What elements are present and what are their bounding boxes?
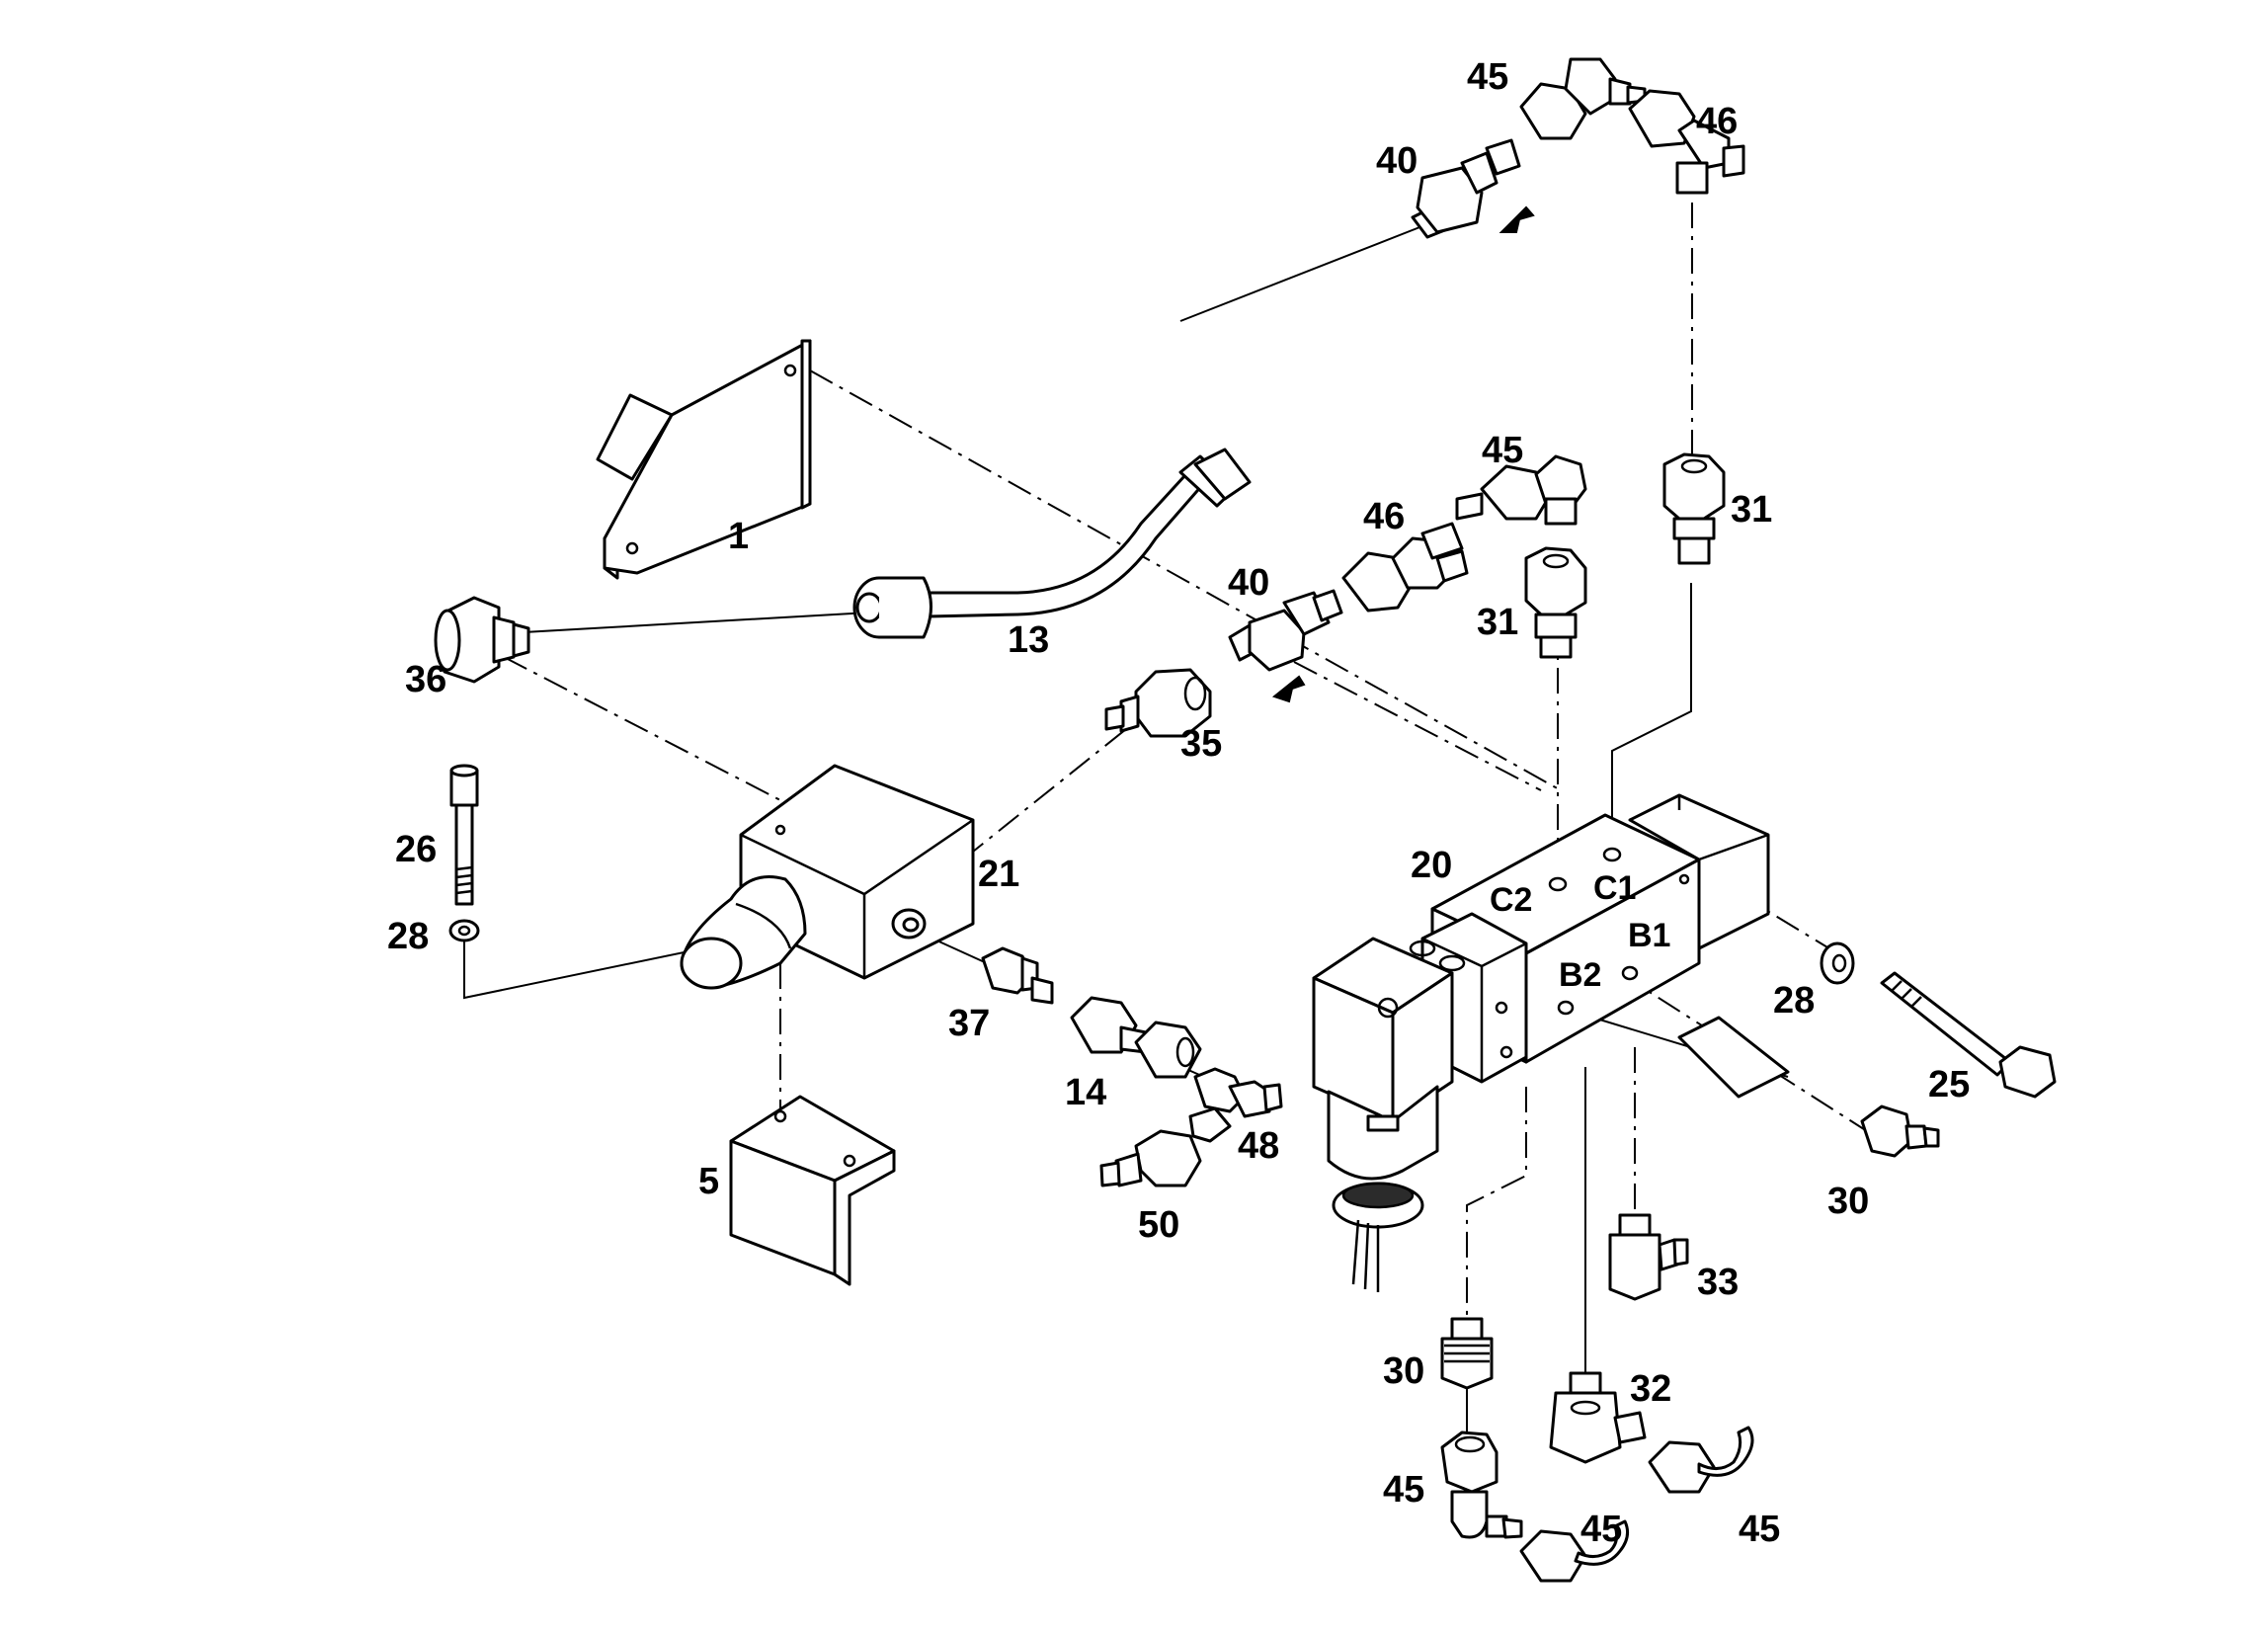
callout-30-right: 30: [1827, 1181, 1869, 1222]
part-5-bracket: [729, 1095, 896, 1286]
part-45-bottom-elbow-a: [1440, 1431, 1523, 1539]
callout-30-bottom: 30: [1383, 1350, 1424, 1392]
part-45-bottom-elbow-b: [1519, 1519, 1630, 1583]
port-label-b2: B2: [1559, 956, 1601, 994]
callout-46-top: 46: [1696, 101, 1738, 142]
part-25-bolt: [1880, 971, 2057, 1099]
port-label-c1: C1: [1593, 869, 1636, 907]
callout-26: 26: [395, 829, 437, 870]
part-1-mounting-plate: [596, 339, 812, 580]
callout-45-bottom-mid: 45: [1580, 1509, 1622, 1550]
callout-37: 37: [948, 1003, 990, 1044]
part-30-bottom-fitting: [1440, 1317, 1494, 1390]
callout-32: 32: [1630, 1368, 1671, 1410]
part-35-fitting: [1104, 668, 1212, 738]
part-40-mid-fitting: [1228, 589, 1343, 703]
callout-28-right: 28: [1773, 980, 1815, 1022]
part-46-top-tee: [1628, 89, 1745, 195]
callout-45-mid: 45: [1482, 430, 1523, 471]
callout-36: 36: [405, 659, 446, 700]
part-48-tee: [1188, 1067, 1283, 1143]
callout-45-bottom-left: 45: [1383, 1469, 1424, 1511]
part-50-fitting: [1099, 1129, 1202, 1187]
callout-40-upper: 40: [1376, 140, 1418, 182]
part-21-valve-block: [680, 764, 975, 990]
part-28-right-washer: [1820, 941, 1855, 985]
callout-50: 50: [1138, 1204, 1179, 1246]
part-31-mid-fitting: [1524, 546, 1587, 659]
callout-45-top: 45: [1467, 56, 1508, 98]
callout-33: 33: [1697, 1262, 1739, 1303]
part-28-left-washer: [448, 919, 480, 942]
part-33-fitting: [1608, 1213, 1689, 1301]
part-37-fitting: [981, 946, 1054, 1005]
callout-13: 13: [1008, 619, 1049, 661]
part-45-mid-elbow: [1455, 454, 1587, 526]
part-31-upper-fitting: [1662, 452, 1726, 565]
part-40-upper-fitting: [1411, 138, 1535, 239]
callout-20: 20: [1411, 845, 1452, 886]
callout-48: 48: [1238, 1125, 1279, 1167]
part-30-right-fitting: [1860, 1104, 1940, 1158]
part-45-right-bottom-elbow: [1648, 1426, 1754, 1494]
port-labels: C1 C2 B1 B2: [1490, 869, 1670, 994]
part-36-fitting: [434, 596, 530, 684]
callout-25: 25: [1928, 1064, 1970, 1105]
part-gasket-sheet: [1677, 1016, 1790, 1099]
part-32-fitting: [1549, 1371, 1647, 1464]
callout-14: 14: [1065, 1072, 1106, 1113]
part-20-valve-assembly: [1312, 793, 1770, 1292]
callout-21: 21: [978, 854, 1019, 895]
part-46-mid-tee: [1341, 522, 1469, 613]
callout-45-right-bottom: 45: [1739, 1509, 1780, 1550]
callout-46-mid: 46: [1363, 496, 1405, 537]
callout-31-mid: 31: [1477, 602, 1518, 643]
callout-40-mid: 40: [1228, 562, 1269, 604]
callout-28-left: 28: [387, 916, 429, 957]
callout-1: 1: [728, 516, 749, 557]
part-45-top-elbow: [1519, 57, 1647, 140]
callout-5: 5: [698, 1161, 719, 1202]
callout-31-upper: 31: [1731, 489, 1772, 531]
part-14-union: [1070, 996, 1202, 1079]
port-label-c2: C2: [1490, 881, 1532, 919]
part-13-tube: [852, 448, 1252, 639]
callout-35: 35: [1180, 723, 1222, 765]
part-26-bolt: [449, 764, 479, 906]
callout-labels: 1 5 13 14 20 21 25 26 28 28 30 30 31 31 …: [387, 56, 1970, 1550]
port-label-b1: B1: [1628, 917, 1670, 954]
